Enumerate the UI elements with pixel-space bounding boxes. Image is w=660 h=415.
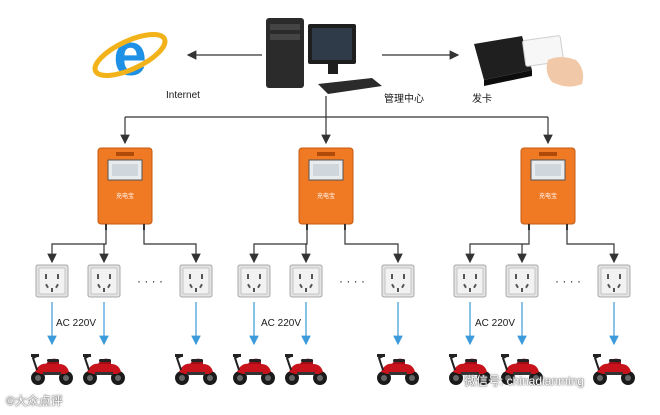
ac-voltage-label-3: AC 220V [475, 318, 515, 329]
watermark-right: 微信号: chinadianming [464, 372, 584, 389]
charging-controller-1: 充电宝 · · · · [31, 148, 217, 385]
power-socket-icon [598, 265, 630, 297]
internet-label: Internet [166, 90, 200, 101]
charging-controller-2: 充电宝 · · · · [233, 148, 419, 385]
power-socket-icon [382, 265, 414, 297]
electric-scooter-icon [31, 354, 73, 385]
electric-scooter-icon [175, 354, 217, 385]
controller-brand: 充电宝 [539, 192, 557, 200]
ac-voltage-label-2: AC 220V [261, 318, 301, 329]
power-socket-icon [238, 265, 270, 297]
card-issue-label: 发卡 [472, 90, 492, 105]
ac-voltage-label-1: AC 220V [56, 318, 96, 329]
more-sockets-ellipsis: · · · · [555, 274, 581, 288]
electric-scooter-icon [233, 354, 275, 385]
socket-wiring [470, 230, 614, 262]
desktop-computer-icon [266, 18, 382, 94]
management-center-label: 管理中心 [384, 90, 424, 105]
svg-text:e: e [113, 21, 146, 88]
power-socket-icon [454, 265, 486, 297]
power-socket-icon [180, 265, 212, 297]
controller-brand: 充电宝 [116, 192, 134, 200]
electric-scooter-icon [593, 354, 635, 385]
socket-wiring [52, 230, 196, 262]
electric-scooter-icon [83, 354, 125, 385]
controller-brand: 充电宝 [317, 192, 335, 200]
more-sockets-ellipsis: · · · · [137, 274, 163, 288]
power-socket-icon [88, 265, 120, 297]
power-socket-icon [506, 265, 538, 297]
electric-scooter-icon [285, 354, 327, 385]
electric-scooter-icon [377, 354, 419, 385]
power-socket-icon [290, 265, 322, 297]
controller-box [299, 148, 353, 224]
card-reader-icon [474, 35, 583, 86]
charging-controller-3: 充电宝 · · · · [449, 148, 635, 385]
more-sockets-ellipsis: · · · · [339, 274, 365, 288]
internet-explorer-icon: e [90, 21, 171, 88]
controller-box [521, 148, 575, 224]
power-socket-icon [36, 265, 68, 297]
watermark-left: ©大众点评 [6, 392, 63, 409]
socket-wiring [254, 230, 398, 262]
controller-box [98, 148, 152, 224]
